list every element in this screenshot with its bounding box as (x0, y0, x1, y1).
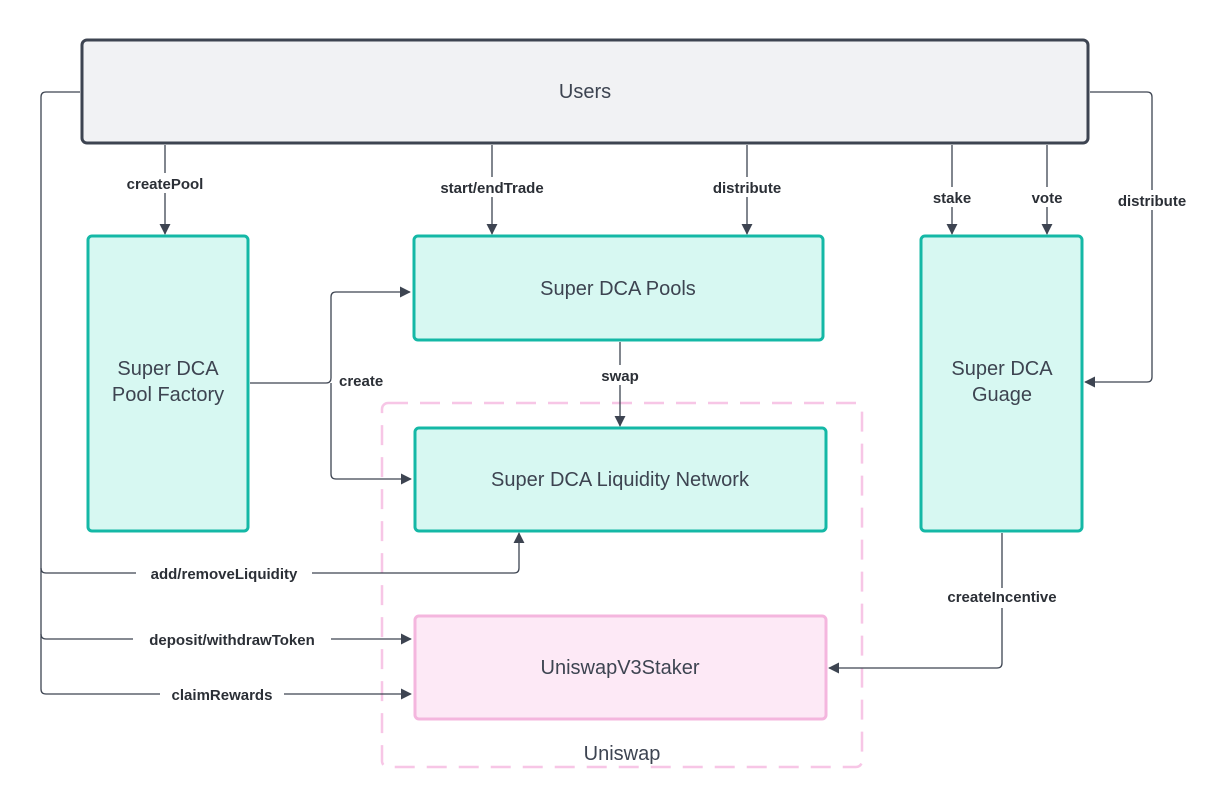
edge-label-deposit-withdraw-token: deposit/withdrawToken (149, 632, 315, 649)
gauge-label-line2: Guage (972, 384, 1032, 406)
edge-label-start-end-trade: start/endTrade (440, 180, 543, 197)
edge-label-distribute-gauge: distribute (1118, 193, 1186, 210)
staker-node: UniswapV3Staker (413, 614, 828, 721)
edge-label-create-incentive: createIncentive (947, 589, 1056, 606)
gauge-node: Super DCA Guage (919, 234, 1084, 533)
edge-label-claim-rewards: claimRewards (172, 687, 273, 704)
edge-label-swap: swap (601, 368, 639, 385)
edge-label-stake: stake (933, 190, 971, 207)
edge-label-distribute-pools: distribute (713, 180, 781, 197)
pools-label: Super DCA Pools (540, 278, 696, 300)
edge-add-remove-liquidity (40, 532, 525, 574)
uniswap-group-label: Uniswap (584, 743, 661, 765)
pools-node: Super DCA Pools (412, 234, 825, 342)
edge-label-add-remove-liquidity: add/removeLiquidity (151, 566, 298, 583)
edge-create-to-liquidity (330, 383, 412, 485)
edge-create-to-pools (250, 286, 411, 384)
users-node: Users (80, 38, 1090, 145)
staker-label: UniswapV3Staker (541, 657, 700, 679)
pool-factory-label-line1: Super DCA (117, 358, 219, 380)
edge-label-vote: vote (1032, 190, 1063, 207)
uniswap-group (380, 401, 864, 769)
pool-factory-node: Super DCA Pool Factory (86, 234, 250, 533)
gauge-label-line1: Super DCA (951, 358, 1053, 380)
pool-factory-label-line2: Pool Factory (112, 384, 224, 406)
liquidity-network-node: Super DCA Liquidity Network (413, 426, 828, 533)
edge-create-incentive (828, 533, 1003, 674)
edge-label-create-pool: createPool (127, 176, 204, 193)
liquidity-network-label: Super DCA Liquidity Network (491, 469, 750, 491)
edge-distribute-gauge (1084, 91, 1153, 388)
edge-users-left-trunk (40, 91, 412, 700)
users-label: Users (559, 81, 611, 103)
edge-label-create: create (339, 373, 383, 390)
edge-deposit-withdraw-token (40, 633, 412, 645)
